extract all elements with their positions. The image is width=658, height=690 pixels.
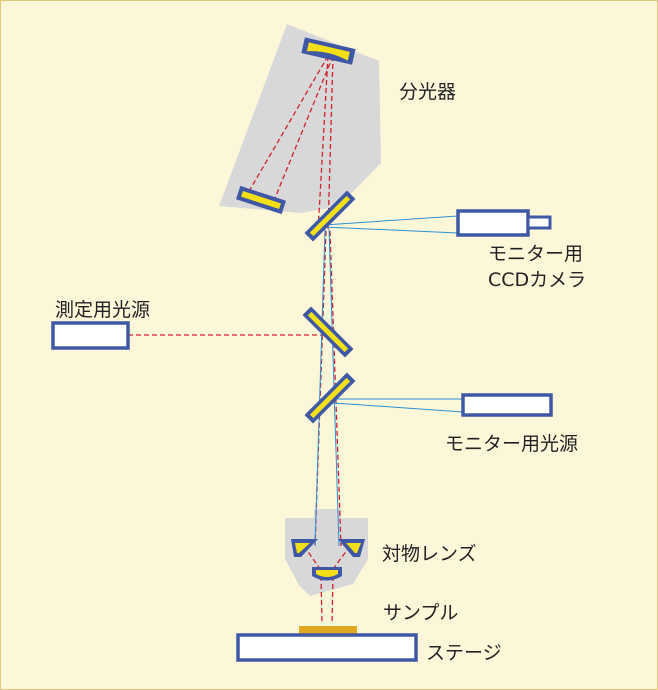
objective-left-mirror xyxy=(291,539,318,557)
objective-lens-label: 対物レンズ xyxy=(382,543,477,565)
objective-right-mirror xyxy=(338,539,365,557)
beam-splitter-monitor xyxy=(304,372,356,424)
spectrometer-concave-mirror xyxy=(301,37,356,65)
spectrometer-grating xyxy=(236,185,286,215)
monitor-light-source-label: モニター用光源 xyxy=(445,433,579,455)
measurement-light-source-label: 測定用光源 xyxy=(55,299,151,321)
measurement-light-source-box xyxy=(51,321,130,350)
spectrometer-label: 分光器 xyxy=(399,81,457,103)
measurement-beam xyxy=(128,55,351,625)
monitor-ccd-camera-label: モニター用 CCDカメラ xyxy=(488,241,586,293)
monitor-ccd-label-line1: モニター用 xyxy=(488,243,584,265)
sample-block xyxy=(299,626,357,635)
sample-label: サンプル xyxy=(383,602,459,624)
monitor-light-source-box xyxy=(461,393,553,417)
stage-box xyxy=(236,633,418,662)
spectrometer-housing xyxy=(219,24,381,213)
ccd-camera xyxy=(456,209,552,237)
beam-splitter-ccd xyxy=(304,190,356,242)
monitor-ccd-label-line2: CCDカメラ xyxy=(488,269,587,291)
objective-lens-housing xyxy=(285,509,368,596)
stage-label: ステージ xyxy=(426,642,502,664)
objective-center-mirror xyxy=(312,567,342,581)
monitor-beam xyxy=(314,215,464,547)
beam-splitter-measurement xyxy=(302,306,354,358)
